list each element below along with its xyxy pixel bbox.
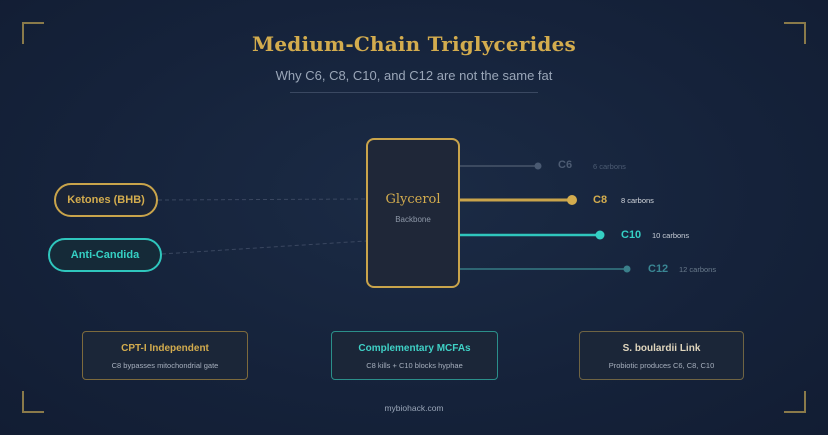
card-title: S. boulardii Link [622,343,701,354]
effect-pill-ketones: Ketones (BHB) [54,183,158,217]
card-title: Complementary MCFAs [358,343,471,354]
connector-ketones [157,198,367,201]
chain-label-c6: C6 [558,159,573,171]
corner-bracket-bottom-right [784,391,806,413]
card-body: C8 bypasses mitochondrial gate [111,361,219,370]
chain-label-c12: C12 [648,263,669,275]
corner-bracket-top-left [22,22,44,44]
page-title: Medium-Chain Triglycerides [252,32,576,56]
corner-bracket-top-right [784,22,806,44]
chain-label-c8: C8 [593,194,608,206]
effect-pill-anti-candida: Anti-Candida [48,238,162,272]
glycerol-title: Glycerol [385,192,441,207]
chain-dot-c10 [595,230,605,240]
chain-note-c8: 8 carbons [621,196,654,205]
chain-note-c12: 12 carbons [679,265,717,274]
page-subtitle: Why C6, C8, C10, and C12 are not the sam… [275,68,553,83]
card-title: CPT-I Independent [121,343,209,354]
connector-anti-candida [161,240,367,255]
card-boulardii-link: S. boulardii Link Probiotic produces C6,… [579,331,744,380]
card-body: C8 kills + C10 blocks hyphae [366,361,463,370]
card-complementary-mcfas: Complementary MCFAs C8 kills + C10 block… [331,331,498,380]
glycerol-backbone-box: Glycerol Backbone [366,138,460,288]
corner-bracket-bottom-left [22,391,44,413]
card-cpt-independent: CPT-I Independent C8 bypasses mitochondr… [82,331,248,380]
chain-label-c10: C10 [621,229,642,241]
title-divider [290,92,538,93]
chain-note-c10: 10 carbons [652,231,690,240]
chain-dot-c12 [623,265,631,273]
chain-note-c6: 6 carbons [593,162,626,171]
glycerol-subtitle: Backbone [395,215,431,224]
chain-dot-c6 [534,162,542,170]
footer-site: mybiohack.com [384,403,444,413]
chain-dot-c8 [567,195,577,205]
card-body: Probiotic produces C6, C8, C10 [608,361,715,370]
